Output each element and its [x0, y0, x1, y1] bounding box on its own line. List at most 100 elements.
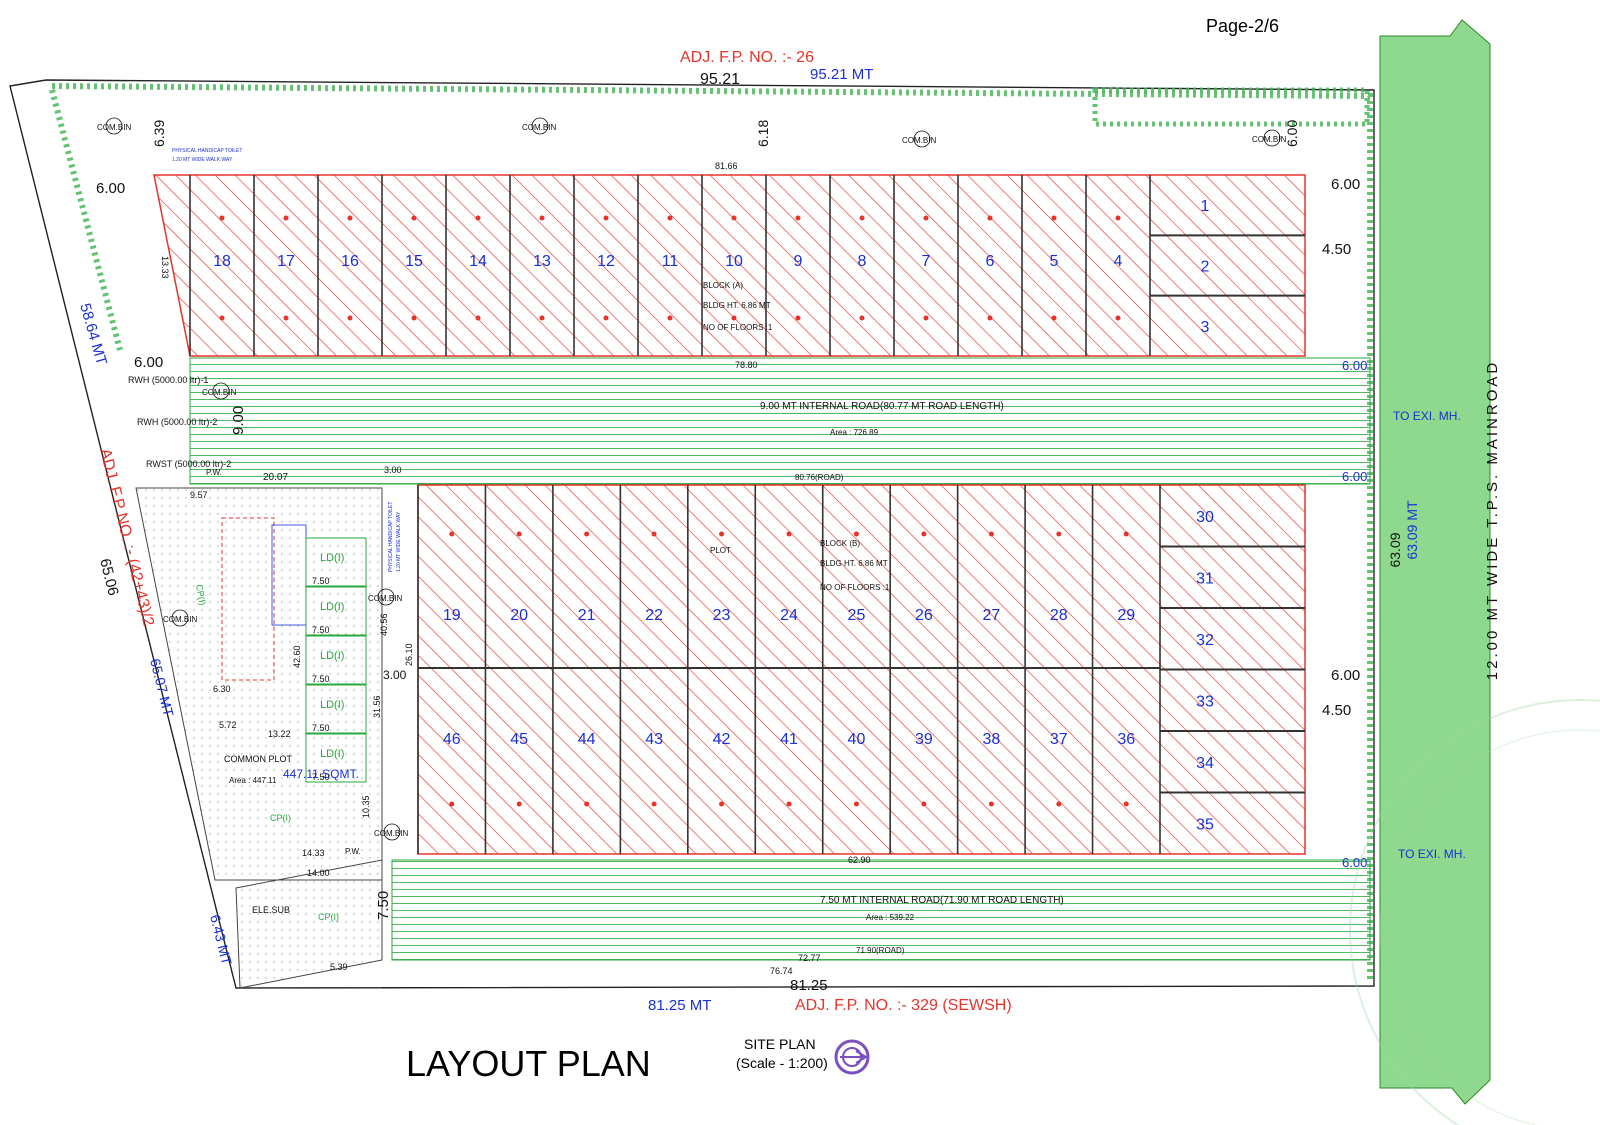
loading-bay-dim: 7.50 [312, 723, 330, 733]
plot-center-marker [584, 531, 590, 537]
plot-center-marker [603, 215, 609, 221]
block-a-label: BLOCK (A) [703, 281, 743, 290]
rera-stamp [1349, 699, 1600, 1125]
block-b-plot-36: 36 [1117, 731, 1135, 748]
walkway-label-b: 1.20 MT WIDE WALK WAY [396, 511, 402, 572]
block-a-plot-14: 14 [469, 253, 487, 270]
block-b-plot-46: 46 [443, 731, 461, 748]
block-b-plot-30: 30 [1196, 509, 1214, 526]
block-b-plot-23: 23 [713, 607, 731, 624]
block-b-plot-21: 21 [578, 607, 596, 624]
plot-center-marker [1051, 215, 1057, 221]
plot-center-marker [516, 801, 522, 807]
loading-bay-dim: 7.50 [312, 625, 330, 635]
block-a-plot-17: 17 [277, 253, 295, 270]
block-a-plot-16: 16 [341, 253, 359, 270]
south-dim: 81.25 [790, 977, 828, 994]
block-b-plot-39: 39 [915, 731, 933, 748]
block-a-plot-18: 18 [213, 253, 231, 270]
block-a-plot-12: 12 [597, 253, 615, 270]
plot-center-marker [651, 531, 657, 537]
cp-label-3: CP(I) [318, 912, 339, 922]
plot-center-marker [651, 801, 657, 807]
dim-6-00-blue-1: 6.00 [1342, 358, 1367, 373]
block-b-plot-35: 35 [1196, 816, 1214, 833]
north-dim: 95.21 [700, 71, 740, 88]
loading-bay-label: LD(I) [320, 552, 344, 564]
com-bin-3: COM.BIN [902, 136, 936, 145]
block-a-floors: NO OF FLOORS :1 [703, 323, 773, 332]
dim-6-00-w: 6.00 [96, 180, 125, 197]
dim-6-39: 6.39 [151, 120, 167, 147]
loading-bay-dim: 7.50 [312, 772, 330, 782]
rwst: RWST (5000.00 ltr)-2 [146, 459, 231, 469]
plot-center-marker [859, 315, 865, 321]
plot-center-marker [516, 531, 522, 537]
common-plot-sqmt: 447.11 SQMT. [283, 767, 359, 781]
dim-4-50-e2: 4.50 [1322, 702, 1351, 719]
block-b-plot-26: 26 [915, 607, 933, 624]
tree-row-ne [1092, 87, 1370, 127]
block-a-height: BLDG HT. 6.86 MT [703, 301, 771, 310]
block-b-plot-43: 43 [645, 731, 663, 748]
plot-center-marker [923, 215, 929, 221]
plot-center-marker [1115, 315, 1121, 321]
plot-center-marker [731, 215, 737, 221]
plot-center-marker [923, 315, 929, 321]
loading-bay [305, 733, 367, 783]
toilet-label-a: PHYSICAL HANDICAP TOILET [172, 148, 242, 154]
dim-40-56: 40.56 [379, 613, 389, 636]
block-b-plot-word: PLOT [710, 546, 731, 555]
toilet-label-b: PHYSICAL HANDICAP TOILET [388, 502, 394, 572]
internal-road-9m [189, 357, 1371, 485]
block-a-plot-5: 5 [1050, 253, 1059, 270]
plot-center-marker [719, 531, 725, 537]
dim-6-30: 6.30 [213, 684, 231, 694]
site-plan-label: SITE PLAN [744, 1036, 816, 1052]
loading-bay-dim: 7.50 [312, 674, 330, 684]
south-adj-label: ADJ. F.P. NO. :- 329 (SEWSH) [795, 997, 1012, 1014]
west-top-mt: 58.64 MT [76, 301, 110, 367]
plot-center-marker [795, 215, 801, 221]
block-a [153, 174, 1306, 357]
block-a-plot-6: 6 [986, 253, 995, 270]
plot-center-marker [347, 315, 353, 321]
com-bin-circles [105, 117, 1281, 841]
dim-6-00-e2: 6.00 [1331, 667, 1360, 684]
block-a-plot-1: 1 [1201, 198, 1210, 215]
loading-bay [305, 684, 367, 734]
plot-center-marker [449, 801, 455, 807]
block-b-plot-31: 31 [1196, 570, 1214, 587]
road2-area: Area : 539.22 [866, 913, 915, 922]
tree-border-west [49, 89, 123, 351]
common-plot-label: COMMON PLOT [224, 754, 293, 764]
block-b-plot-45: 45 [510, 731, 528, 748]
plot-center-marker [1123, 531, 1129, 537]
block-b-plot-37: 37 [1050, 731, 1068, 748]
east-dim: 63.09 [1387, 532, 1403, 567]
block-b-plot-20: 20 [510, 607, 528, 624]
north-arrow-icon [834, 1039, 870, 1075]
plot-center-marker [667, 315, 673, 321]
road1-label: 9.00 MT INTERNAL ROAD(80.77 MT ROAD LENG… [760, 401, 1004, 412]
plot-center-marker [795, 315, 801, 321]
block-b [417, 484, 1306, 855]
scale-label: (Scale - 1:200) [736, 1055, 828, 1071]
plot-center-marker [539, 315, 545, 321]
block-b-plot-34: 34 [1196, 755, 1214, 772]
cp-label-1: CP(I) [194, 584, 207, 606]
cp-label-2: CP(I) [270, 813, 291, 823]
plot-center-marker [719, 801, 725, 807]
com-bin-4: COM.BIN [1252, 135, 1286, 144]
loading-bay-label: LD(I) [320, 699, 344, 711]
dim-6-00-ne: 6.00 [1284, 120, 1300, 147]
plot-center-marker [731, 315, 737, 321]
plot-center-marker [1115, 215, 1121, 221]
plot-center-marker [667, 215, 673, 221]
block-b-plot-25: 25 [848, 607, 866, 624]
block-a-top-dim: 81.66 [715, 161, 738, 171]
west-dim: 65.06 [96, 557, 122, 598]
plot-center-marker [1056, 531, 1062, 537]
block-a-plot-2: 2 [1201, 259, 1210, 276]
dim-6-00-e1: 6.00 [1331, 176, 1360, 193]
